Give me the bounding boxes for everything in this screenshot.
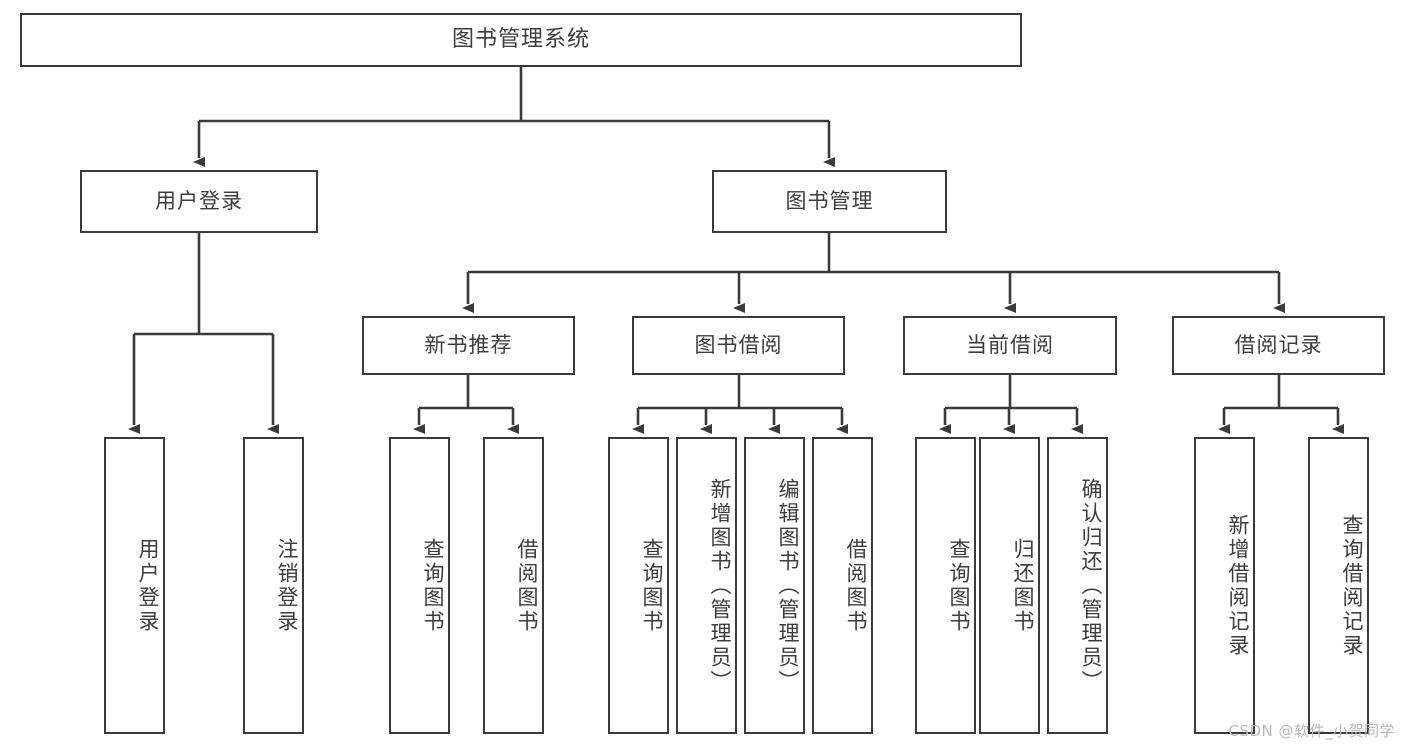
leaf-current-return-book[interactable]: 归还图书 bbox=[979, 437, 1040, 734]
leaf-newbook-borrow-book[interactable]: 借阅图书 bbox=[483, 437, 544, 734]
watermark-text: CSDN @软件_小贺同学 bbox=[1228, 722, 1395, 740]
node-book-management[interactable]: 图书管理 bbox=[712, 170, 947, 233]
node-root-system[interactable]: 图书管理系统 bbox=[20, 13, 1022, 67]
leaf-current-query-book[interactable]: 查询图书 bbox=[915, 437, 976, 734]
leaf-borrow-add-book-admin[interactable]: 新增图书（管理员） bbox=[676, 437, 737, 734]
leaf-current-confirm-return-admin[interactable]: 确认归还（管理员） bbox=[1047, 437, 1108, 734]
node-user-login[interactable]: 用户登录 bbox=[80, 170, 318, 233]
node-borrow-record[interactable]: 借阅记录 bbox=[1172, 316, 1385, 375]
leaf-record-add-borrow-record[interactable]: 新增借阅记录 bbox=[1194, 437, 1255, 734]
node-current-borrow[interactable]: 当前借阅 bbox=[903, 316, 1117, 375]
node-new-book-recommend[interactable]: 新书推荐 bbox=[362, 316, 575, 375]
leaf-login-logout[interactable]: 注销登录 bbox=[243, 437, 304, 734]
leaf-record-query-borrow-record[interactable]: 查询借阅记录 bbox=[1308, 437, 1369, 734]
leaf-login-user-login[interactable]: 用户登录 bbox=[104, 437, 165, 734]
node-book-borrow[interactable]: 图书借阅 bbox=[632, 316, 845, 375]
leaf-borrow-edit-book-admin[interactable]: 编辑图书（管理员） bbox=[744, 437, 805, 734]
leaf-borrow-query-book[interactable]: 查询图书 bbox=[608, 437, 669, 734]
leaf-newbook-query-book[interactable]: 查询图书 bbox=[389, 437, 450, 734]
leaf-borrow-borrow-book[interactable]: 借阅图书 bbox=[812, 437, 873, 734]
